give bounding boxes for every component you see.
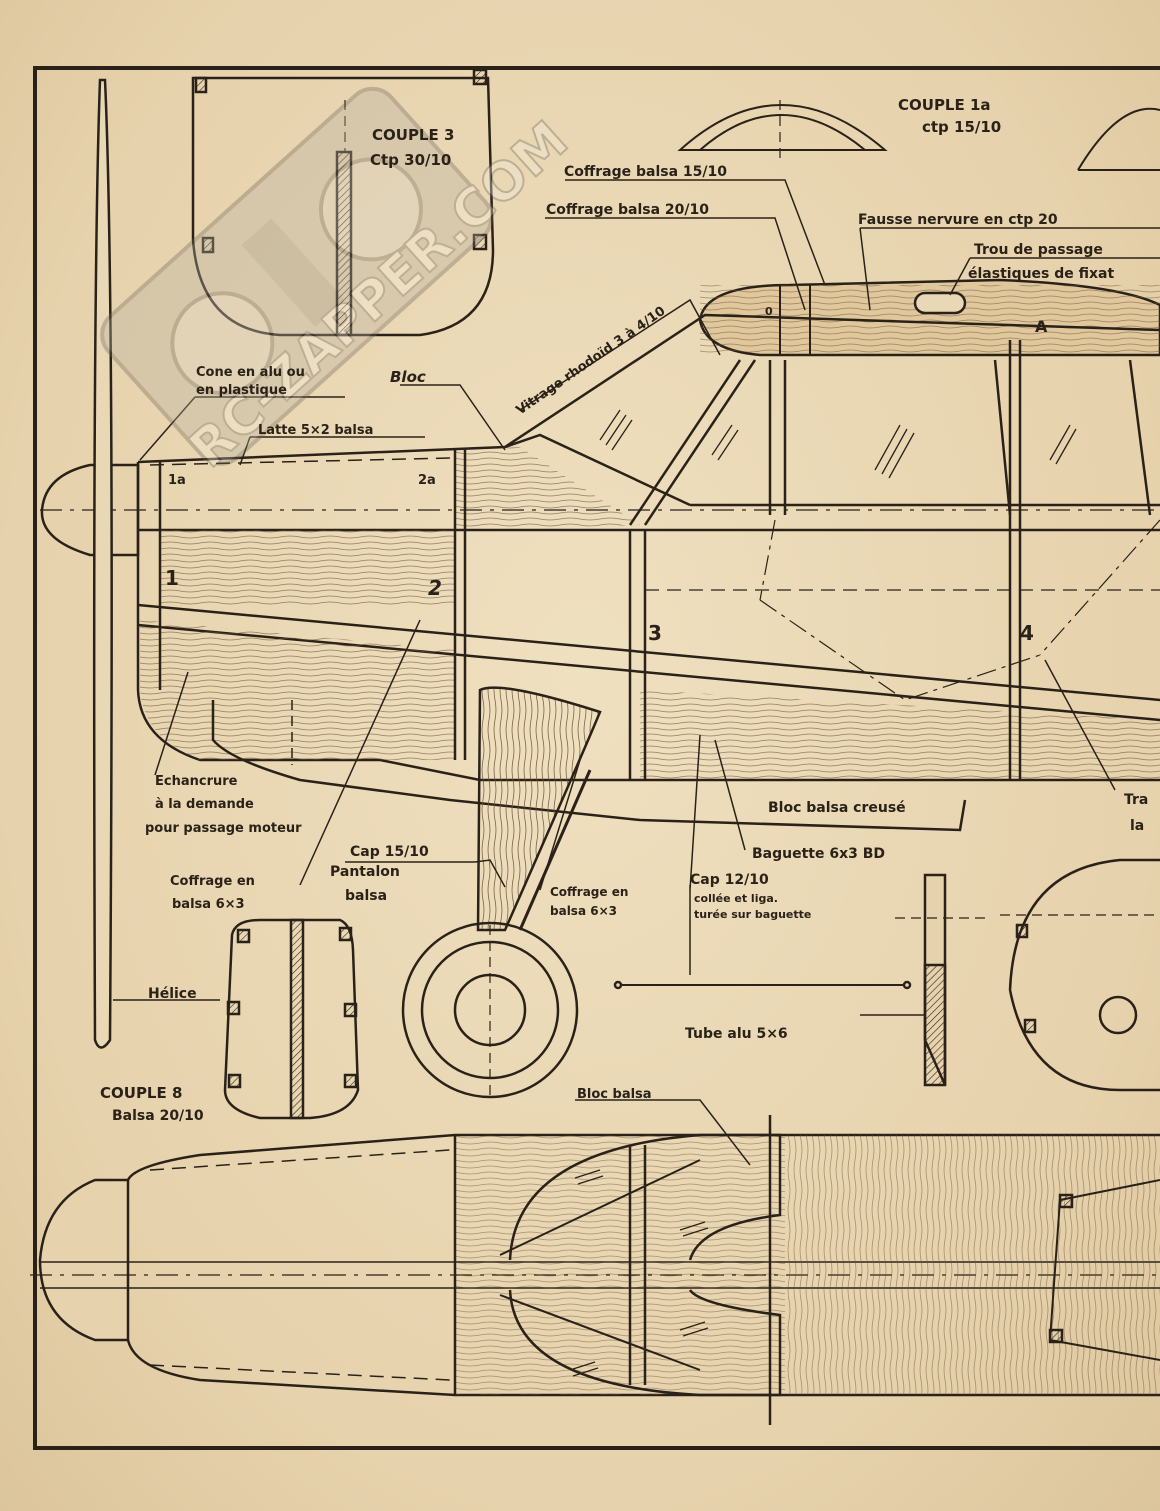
bloc-label: Bloc <box>390 368 426 386</box>
landing-gear-drawing <box>401 686 602 1100</box>
wing-root-drawing <box>698 278 1160 357</box>
coffrage-en-b-label-1: Coffrage en <box>550 885 628 899</box>
elastiques-label: élastiques de fixat <box>968 266 1115 282</box>
couple-3-title: COUPLE 3 <box>372 126 454 144</box>
coffrage-en-b-label-2: balsa 6×3 <box>550 904 617 918</box>
baguette-label: Baguette 6x3 BD <box>752 846 885 862</box>
bloc-creuse-label: Bloc balsa creusé <box>768 800 906 816</box>
mark-1: 1 <box>165 566 179 590</box>
mark-2: 2 <box>428 576 442 600</box>
collee-label-1: collée et liga. <box>694 892 778 905</box>
couple-3-drawing <box>191 68 495 337</box>
mark-4: 4 <box>1020 621 1034 645</box>
tra-label-2: la <box>1130 818 1144 834</box>
leader-lines <box>113 179 1160 1166</box>
pantalon-label-1: Pantalon <box>330 864 400 880</box>
echancrure-label-2: à la demande <box>155 797 254 812</box>
cone-label-2: en plastique <box>196 383 287 398</box>
coffrage-20-label: Coffrage balsa 20/10 <box>546 202 709 218</box>
collee-label-2: turée sur baguette <box>694 908 811 921</box>
couple-1a-sub: ctp 15/10 <box>922 118 1001 136</box>
couple-1a-title: COUPLE 1a <box>898 96 991 114</box>
side-details <box>613 858 1160 1092</box>
mark-0: 0 <box>765 305 773 318</box>
couple-8-sub: Balsa 20/10 <box>112 1108 204 1124</box>
echancrure-label-3: pour passage moteur <box>145 821 302 836</box>
watermark: RC-ZAPPER.COM <box>100 86 581 481</box>
cap-1210-label: Cap 12/10 <box>690 872 769 888</box>
mark-A: A <box>1035 317 1048 336</box>
plan-frame <box>33 66 1160 1450</box>
trou-passage-label: Trou de passage <box>974 242 1103 258</box>
helice-label: Hélice <box>148 986 197 1002</box>
fausse-nervure-label: Fausse nervure en ctp 20 <box>858 212 1058 228</box>
tube-label: Tube alu 5×6 <box>685 1026 788 1042</box>
couple-8-title: COUPLE 8 <box>100 1084 182 1102</box>
echancrure-label-1: Echancrure <box>155 774 238 789</box>
pantalon-label-2: balsa <box>345 888 387 904</box>
bloc-balsa-label: Bloc balsa <box>577 1087 652 1102</box>
mark-3: 3 <box>648 621 662 645</box>
coffrage-en-label-1: Coffrage en <box>170 874 255 889</box>
coffrage-15-label: Coffrage balsa 15/10 <box>564 164 727 180</box>
fuselage-side-view <box>40 78 1160 1049</box>
couple-3-sub: Ctp 30/10 <box>370 151 451 169</box>
fuselage-top-view <box>30 1115 1160 1425</box>
mark-1a: 1a <box>168 473 186 488</box>
coffrage-en-label-2: balsa 6×3 <box>172 897 245 912</box>
couple-8-drawing <box>223 918 360 1120</box>
latte-label: Latte 5×2 balsa <box>258 423 373 438</box>
cone-label-1: Cone en alu ou <box>196 365 305 380</box>
cap-1510-label: Cap 15/10 <box>350 844 429 860</box>
vitrage-label: Vitrage rhodoïd 3 à 4/10 <box>514 304 669 419</box>
couple-1a-drawing <box>677 100 1160 171</box>
tra-label-1: Tra <box>1124 792 1148 808</box>
mark-2a: 2a <box>418 473 436 488</box>
